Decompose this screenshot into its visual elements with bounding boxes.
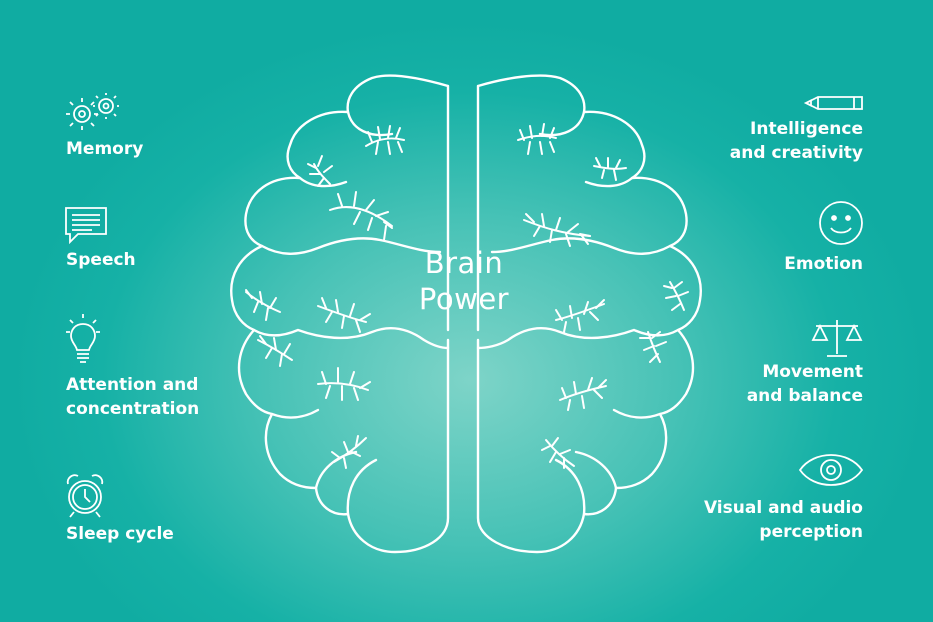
movement-label-line1: Movement: [762, 362, 863, 382]
intelligence-label-line2: and creativity: [729, 143, 863, 163]
scales-icon: [810, 318, 864, 358]
visual-label-line1: Visual and audio: [703, 498, 863, 518]
visual-label-line2: perception: [759, 522, 863, 542]
attention-label-line2: concentration: [66, 399, 200, 419]
pencil-icon: [804, 95, 866, 111]
left-hemisphere-outline: [230, 74, 450, 554]
eye-icon: [798, 452, 864, 488]
right-sprigs: [517, 123, 689, 469]
speech-label: Speech: [66, 250, 136, 270]
sleep-cycle-label: Sleep cycle: [66, 524, 174, 544]
movement-label-line2: and balance: [746, 386, 863, 406]
speech-bubble-icon: [64, 206, 110, 244]
brain-title-line2: Power: [418, 282, 510, 316]
intelligence-label-line1: Intelligence: [750, 119, 863, 139]
gears-icon: [62, 92, 126, 130]
emotion-label: Emotion: [784, 254, 863, 274]
alarm-clock-icon: [62, 472, 108, 518]
brain-title-line1: Brain: [424, 246, 504, 280]
lightbulb-icon: [64, 312, 102, 364]
smiley-icon: [818, 200, 864, 246]
attention-label-line1: Attention and: [66, 375, 199, 395]
left-sprigs: [245, 125, 405, 469]
right-hemisphere-outline: [476, 74, 702, 554]
memory-label: Memory: [66, 139, 144, 159]
